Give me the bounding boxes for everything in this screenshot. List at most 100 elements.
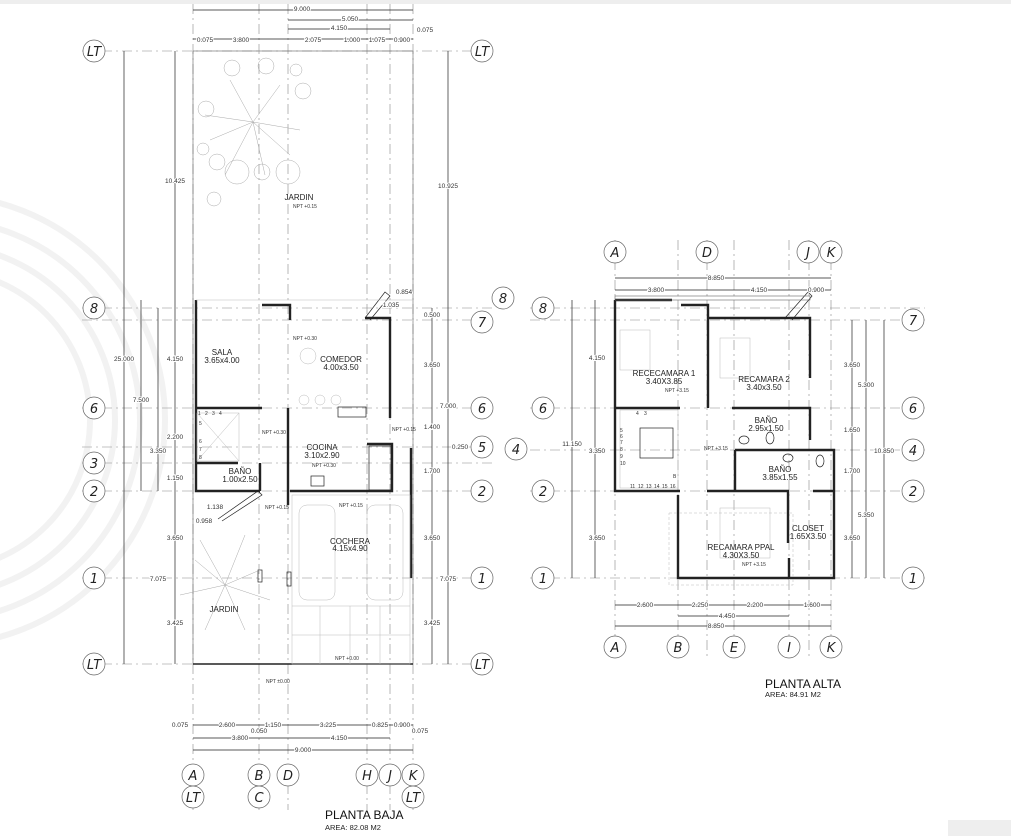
- axis-bubble: LT: [401, 785, 425, 809]
- axis-label: 7: [909, 314, 918, 329]
- stair-step-number: 3: [644, 411, 647, 417]
- axis-bubble: 2: [901, 479, 925, 503]
- level-marker: NPT +0.30: [293, 336, 317, 342]
- axis-label: LT: [186, 791, 201, 806]
- axis-bubble: 1: [82, 566, 106, 590]
- dimension-value: 1.150: [167, 475, 184, 482]
- watermark-arcs: [0, 200, 168, 640]
- dimension-value: 3.650: [589, 535, 606, 542]
- dimension-value: 5.300: [858, 382, 875, 389]
- axis-bubble: 8: [491, 286, 515, 310]
- dimension-value: 0.500: [424, 312, 441, 319]
- axis-bubble: LT: [181, 785, 205, 809]
- axis-bubble: K: [819, 635, 843, 659]
- ground-floor-title: PLANTA BAJA: [325, 808, 403, 822]
- room-label: COCHERA: [330, 537, 371, 546]
- dimension-value: 1.600: [804, 602, 821, 609]
- axis-label: H: [362, 769, 372, 784]
- dimension-value: 0.958: [196, 518, 213, 525]
- axis-bubble: 1: [470, 566, 494, 590]
- axis-bubble: A: [603, 240, 627, 264]
- axis-bubble: 1: [531, 566, 555, 590]
- dimension-value: 1.138: [207, 504, 224, 511]
- axis-bubble: 2: [82, 479, 106, 503]
- room-label: 3.85x1.55: [762, 473, 798, 482]
- axis-bubble: LT: [470, 652, 494, 676]
- axis-bubble: J: [796, 240, 820, 264]
- axis-label: A: [610, 246, 620, 261]
- dimension-value: 9.000: [295, 747, 312, 754]
- stair-step-number: 10: [620, 461, 626, 467]
- room-label: 4.00x3.50: [323, 363, 359, 372]
- axis-label: 8: [539, 302, 547, 317]
- dimension-value: 7.000: [440, 403, 457, 410]
- axis-bubble: H: [355, 763, 379, 787]
- axis-label: B: [255, 769, 264, 784]
- stair-step-number: 5: [620, 428, 623, 434]
- axis-bubble: E: [722, 635, 746, 659]
- room-label: 3.40x3.50: [746, 383, 782, 392]
- dimension-value: 8.850: [708, 623, 725, 630]
- room-label: SALA: [212, 348, 233, 357]
- axis-bubble: 2: [531, 479, 555, 503]
- dimension-value: 2.250: [692, 602, 709, 609]
- dimension-value: 1.700: [424, 468, 441, 475]
- stair-step-number: 5: [199, 421, 202, 427]
- dimension-value: 3.650: [844, 535, 861, 542]
- axis-label: 6: [90, 402, 98, 417]
- room-label: BAÑO: [755, 416, 778, 425]
- level-marker: NPT +0.15: [339, 503, 363, 509]
- upper-floor-walls: [613, 291, 836, 586]
- axis-bubble: LT: [82, 39, 106, 63]
- axis-label: 2: [539, 485, 547, 500]
- level-marker: NPT +0.00: [335, 656, 359, 662]
- ground-grid-lines: [82, 4, 495, 810]
- axis-label: 6: [478, 402, 486, 417]
- axis-label: 2: [909, 485, 917, 500]
- stair-step-number: 16: [670, 484, 676, 490]
- axis-bubble: LT: [82, 652, 106, 676]
- axis-label: 1: [909, 572, 917, 587]
- axis-bubble: 7: [901, 308, 925, 332]
- upper-floor-title: PLANTA ALTA: [765, 677, 841, 691]
- level-marker: NPT +0.30: [262, 430, 286, 436]
- dimension-value: 1.000: [344, 37, 361, 44]
- axis-bubble: I: [777, 635, 801, 659]
- dimension-value: 11.150: [562, 441, 582, 448]
- axis-label: K: [409, 769, 419, 784]
- dimension-value: 0.075: [172, 722, 189, 729]
- level-marker: NPT ±0.00: [266, 679, 290, 685]
- axis-label: LT: [87, 45, 102, 60]
- axis-bubble: 1: [901, 566, 925, 590]
- room-label: 4.15x4.90: [332, 544, 368, 553]
- axis-label: 4: [512, 443, 520, 458]
- axis-label: LT: [475, 658, 490, 673]
- stair-step-number: 2: [205, 411, 208, 417]
- axis-bubble: B: [666, 635, 690, 659]
- level-marker: NPT +3.15: [742, 562, 766, 568]
- dimension-value: 2.200: [167, 434, 184, 441]
- stair-step-number: 7: [620, 440, 623, 446]
- stair-step-number: 13: [646, 484, 652, 490]
- dimension-value: 0.250: [452, 444, 469, 451]
- dimension-value: 9.000: [294, 6, 311, 13]
- axis-label: K: [827, 641, 837, 656]
- dimension-value: 10.425: [165, 178, 185, 185]
- axis-label: D: [702, 246, 712, 261]
- level-marker: NPT +0.30: [312, 463, 336, 469]
- dimension-value: 7.500: [133, 397, 150, 404]
- axis-label: LT: [475, 45, 490, 60]
- dimension-value: 10.925: [438, 183, 458, 190]
- upper-floor-area: AREA: 84.91 M2: [765, 690, 821, 699]
- stair-step-number: B: [673, 474, 677, 480]
- stair-step-number: 6: [199, 439, 202, 445]
- dimension-value: 3.650: [167, 535, 184, 542]
- axis-bubble: 6: [531, 396, 555, 420]
- top-edge-shade: [0, 0, 1011, 4]
- axis-bubble: LT: [470, 39, 494, 63]
- axis-bubble: D: [276, 763, 300, 787]
- axis-label: I: [787, 641, 791, 656]
- dimension-value: 10.850: [874, 448, 894, 455]
- dimension-value: 4.150: [167, 356, 184, 363]
